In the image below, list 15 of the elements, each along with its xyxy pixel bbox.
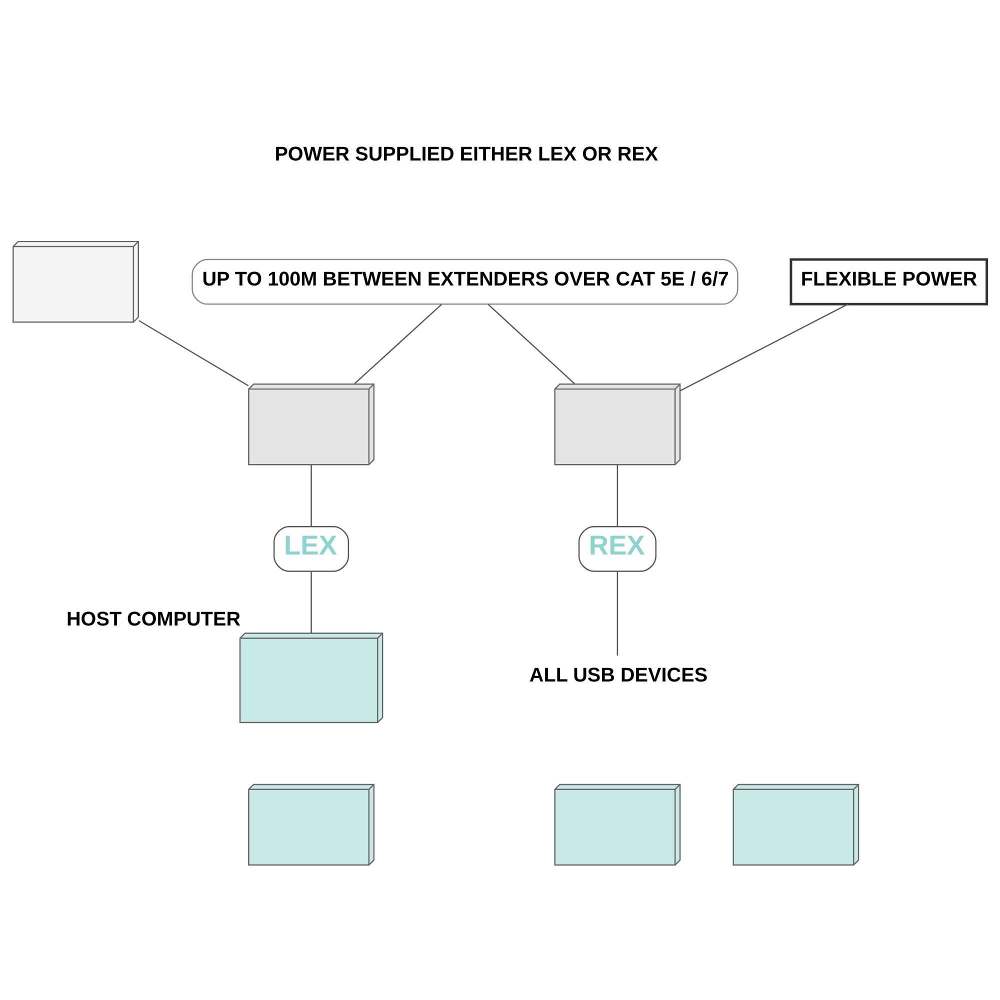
node-label: HOST COMPUTER	[66, 608, 241, 631]
connector	[680, 304, 848, 392]
node-text: ALL USB DEVICES	[529, 664, 708, 686]
connector	[354, 304, 442, 384]
connector	[310, 572, 312, 634]
connector	[616, 572, 618, 656]
connector	[488, 304, 575, 384]
connector	[138, 320, 249, 386]
node-box: REX	[578, 526, 656, 572]
node-box: LEX	[273, 526, 350, 572]
node-box: FLEXIBLE POWER	[790, 258, 988, 306]
label: POWER SUPPLIED EITHER LEX OR REX	[274, 144, 658, 166]
connector	[310, 464, 312, 527]
connector	[616, 464, 618, 527]
node-box: UP TO 100M BETWEEN EXTENDERS OVER CAT 5E / 6/7	[192, 258, 738, 305]
